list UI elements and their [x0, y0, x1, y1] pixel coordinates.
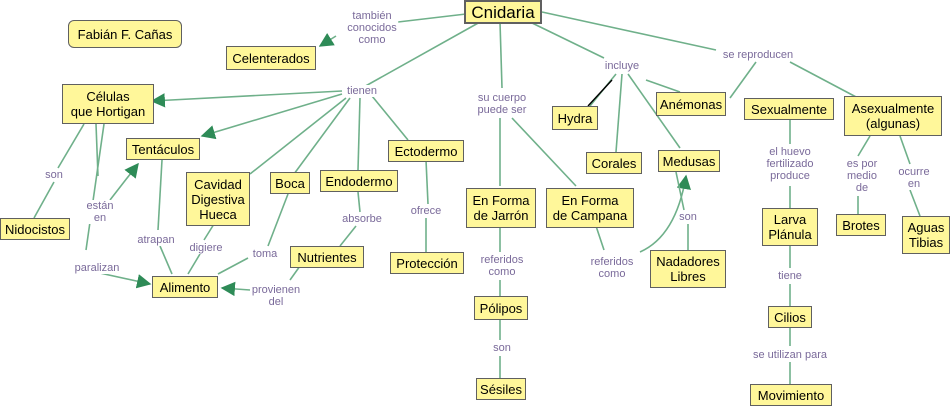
node-ectodermo: Ectodermo — [388, 140, 464, 162]
node-movimiento: Movimiento — [750, 384, 832, 406]
label-provienen: provienen del — [250, 284, 302, 308]
node-jarron: En Forma de Jarrón — [466, 188, 536, 228]
label-digiere: digiere — [188, 242, 224, 254]
node-sexualmente: Sexualmente — [744, 98, 834, 120]
node-larva: Larva Plánula — [762, 208, 818, 246]
label-referidos-jarron: referidos como — [479, 254, 525, 278]
node-hydra: Hydra — [552, 106, 598, 130]
node-celulas: Células que Hortigan — [62, 84, 154, 124]
node-cavidad: Cavidad Digestiva Hueca — [186, 172, 250, 226]
label-paralizan: paralizan — [73, 262, 121, 274]
label-tienen: tienen — [346, 85, 378, 97]
label-utilizan: se utilizan para — [752, 349, 828, 361]
label-estan: están en — [85, 200, 115, 224]
node-boca: Boca — [270, 172, 310, 194]
node-campana: En Forma de Campana — [546, 188, 634, 228]
node-anemonas: Anémonas — [656, 92, 726, 116]
label-son-polipos: son — [492, 342, 512, 354]
hydra-link — [587, 79, 613, 107]
node-proteccion: Protección — [390, 252, 464, 274]
label-cuerpo: su cuerpo puede ser — [476, 92, 528, 116]
label-referidos-campana: referidos como — [589, 256, 635, 280]
author-node: Fabián F. Cañas — [68, 20, 182, 48]
label-son-medusas: son — [678, 211, 698, 223]
node-cilios: Cilios — [768, 306, 812, 328]
node-nidocistos: Nidocistos — [0, 218, 70, 240]
label-atrapan: atrapan — [136, 234, 176, 246]
label-tambien: también conocidos como — [346, 10, 398, 46]
node-brotes: Brotes — [836, 214, 886, 236]
node-cnidaria: Cnidaria — [464, 0, 542, 24]
node-sesiles: Sésiles — [476, 378, 526, 400]
node-nadadores: Nadadores Libres — [650, 250, 726, 288]
label-tiene: tiene — [777, 270, 803, 282]
label-ofrece: ofrece — [409, 205, 443, 217]
label-espor: es por medio de — [845, 158, 879, 194]
node-corales: Corales — [586, 152, 642, 174]
label-ocurre: ocurre en — [897, 166, 931, 190]
node-alimento: Alimento — [152, 276, 218, 298]
label-incluye: incluye — [603, 60, 641, 72]
label-absorbe: absorbe — [341, 213, 383, 225]
node-endodermo: Endodermo — [320, 170, 398, 192]
label-son-nidocistos: son — [44, 169, 64, 181]
label-toma: toma — [251, 248, 279, 260]
node-aguas: Aguas Tibias — [902, 216, 950, 254]
node-celenterados: Celenterados — [226, 46, 316, 70]
node-tentaculos: Tentáculos — [126, 138, 200, 160]
node-medusas: Medusas — [658, 150, 720, 172]
label-reproducen: se reproducen — [721, 49, 795, 61]
node-nutrientes: Nutrientes — [290, 246, 364, 268]
label-huevo: el huevo fertilizado produce — [765, 146, 815, 182]
node-asexualmente: Asexualmente (algunas) — [844, 96, 942, 136]
node-polipos: Pólipos — [474, 296, 528, 320]
